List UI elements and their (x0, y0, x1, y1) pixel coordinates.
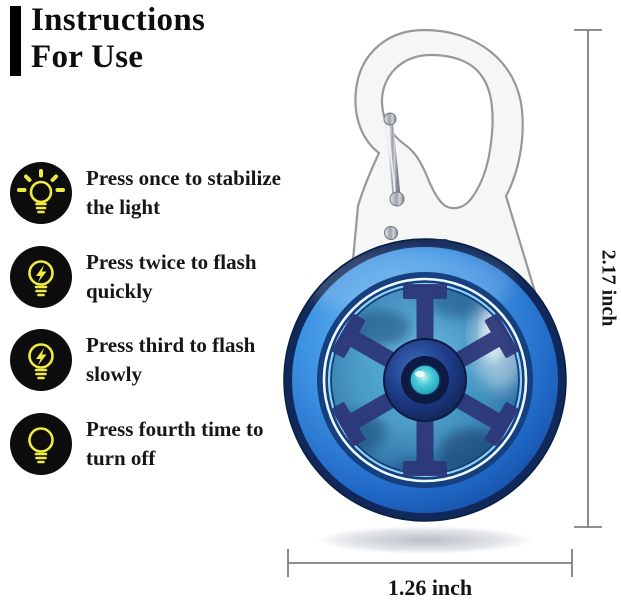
instruction-4-line1: Press fourth time to (86, 417, 264, 441)
led-pendant-light (283, 238, 567, 522)
instruction-row-2: Press twice to flash quickly (10, 246, 257, 308)
instruction-row-4: Press fourth time to turn off (10, 413, 264, 475)
instruction-3-line2: slowly (86, 362, 143, 386)
reflection-shadow (317, 526, 533, 554)
glow-ring-outer (322, 277, 528, 483)
instruction-text-3: Press third to flash slowly (86, 331, 255, 389)
height-dimension-label: 2.17 inch (597, 249, 620, 327)
gate-bottom-rivet (389, 191, 405, 207)
page-title-line2: For Use (31, 39, 144, 75)
carabiner-opening (380, 53, 494, 210)
bulb-flash-icon (10, 329, 72, 391)
top-notch (432, 239, 448, 246)
instruction-text-4: Press fourth time to turn off (86, 415, 264, 473)
instruction-3-line1: Press third to flash (86, 333, 256, 357)
led-specular (415, 370, 425, 378)
instruction-4-line2: turn off (86, 446, 156, 470)
gate-top-rivet (383, 112, 397, 126)
carabiner-gate (385, 118, 401, 204)
width-dimension-label: 1.26 inch (387, 575, 473, 600)
instruction-row-3: Press third to flash slowly (10, 329, 255, 391)
instruction-1-line1: Press once to stabilize (86, 166, 281, 190)
tab-pin (384, 226, 398, 240)
page-title-line1: Instructions (31, 2, 206, 38)
title-block: Instructions For Use (10, 2, 205, 76)
bulb-shine-icon (10, 162, 72, 224)
instruction-text-2: Press twice to flash quickly (86, 248, 257, 306)
bulb-flash-icon (10, 246, 72, 308)
gate-highlight (386, 121, 397, 199)
instruction-1-line2: the light (86, 195, 161, 219)
carabiner-clip (348, 28, 537, 294)
instruction-text-1: Press once to stabilize the light (86, 164, 281, 222)
led-button[interactable] (409, 364, 441, 396)
page-title: Instructions For Use (31, 2, 205, 76)
bulb-off-icon (10, 413, 72, 475)
instruction-2-line1: Press twice to flash (86, 250, 257, 274)
dimension-lines (287, 29, 602, 577)
instruction-row-1: Press once to stabilize the light (10, 162, 281, 224)
title-accent-bar (10, 6, 21, 76)
instruction-2-line2: quickly (86, 279, 153, 303)
